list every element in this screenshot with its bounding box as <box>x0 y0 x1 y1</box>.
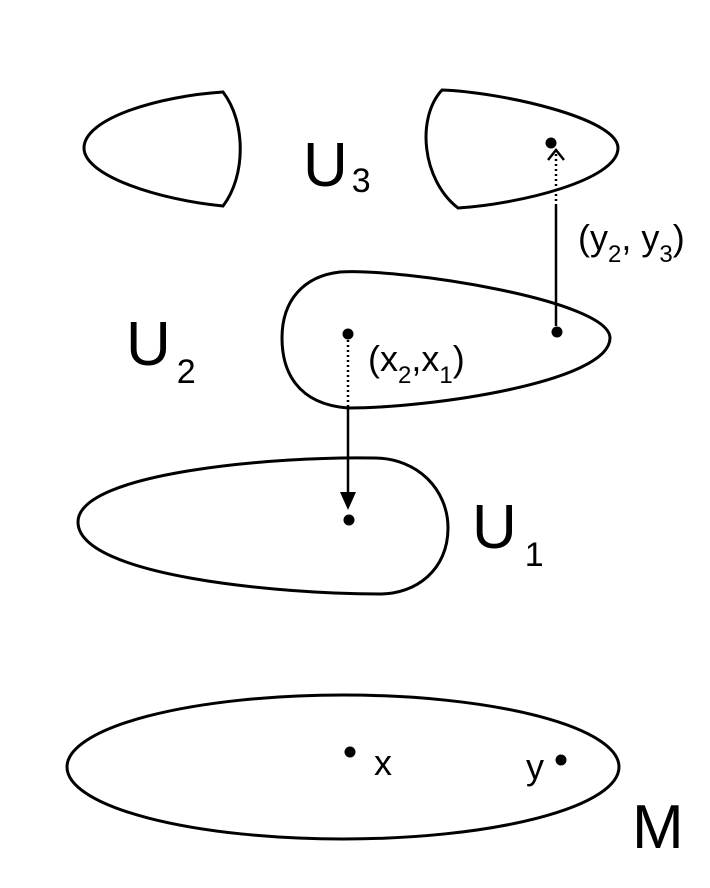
label-m: M <box>632 793 684 862</box>
label-transition-y-pair: (y2, y3) <box>578 217 685 268</box>
label-u1-index: 1 <box>525 536 544 574</box>
label-u2-letter: U <box>126 310 171 379</box>
label-y-pair-close: ) <box>673 217 685 258</box>
point-x-on-u2 <box>342 328 354 340</box>
point-x-on-m <box>344 746 356 758</box>
label-y-pair-first-index: 2 <box>608 241 621 268</box>
label-u2-index: 2 <box>177 353 196 391</box>
sheet-u3-left-piece <box>82 90 242 208</box>
point-y-on-u2 <box>551 326 563 338</box>
point-on-u1 <box>343 514 355 526</box>
label-x-pair-open: (x <box>368 338 398 379</box>
transition-x-arrowhead <box>340 492 356 510</box>
base-space-m <box>65 693 621 841</box>
point-y-on-m <box>555 754 567 766</box>
label-transition-x-pair: (x2,x1) <box>368 338 465 389</box>
label-u3-index: 3 <box>352 162 371 200</box>
label-y-pair-second-index: 3 <box>659 241 672 268</box>
sheet-u3-right-piece <box>424 88 620 210</box>
label-point-y: y <box>526 746 544 787</box>
label-y-pair-open: (y <box>578 217 608 258</box>
label-y-pair-comma: , y <box>621 217 659 258</box>
label-u3-letter: U <box>303 131 348 200</box>
label-x-pair-close: ) <box>453 338 465 379</box>
label-point-x: x <box>374 742 392 783</box>
sheet-u2-region <box>280 270 612 410</box>
label-u1-letter: U <box>472 493 517 562</box>
label-x-pair-comma: ,x <box>411 338 439 379</box>
sheet-u1-region <box>76 456 450 596</box>
label-x-pair-first-index: 2 <box>398 362 411 389</box>
point-on-u3 <box>545 137 557 149</box>
label-x-pair-second-index: 1 <box>439 362 452 389</box>
transition-y-arrowhead <box>547 147 565 161</box>
